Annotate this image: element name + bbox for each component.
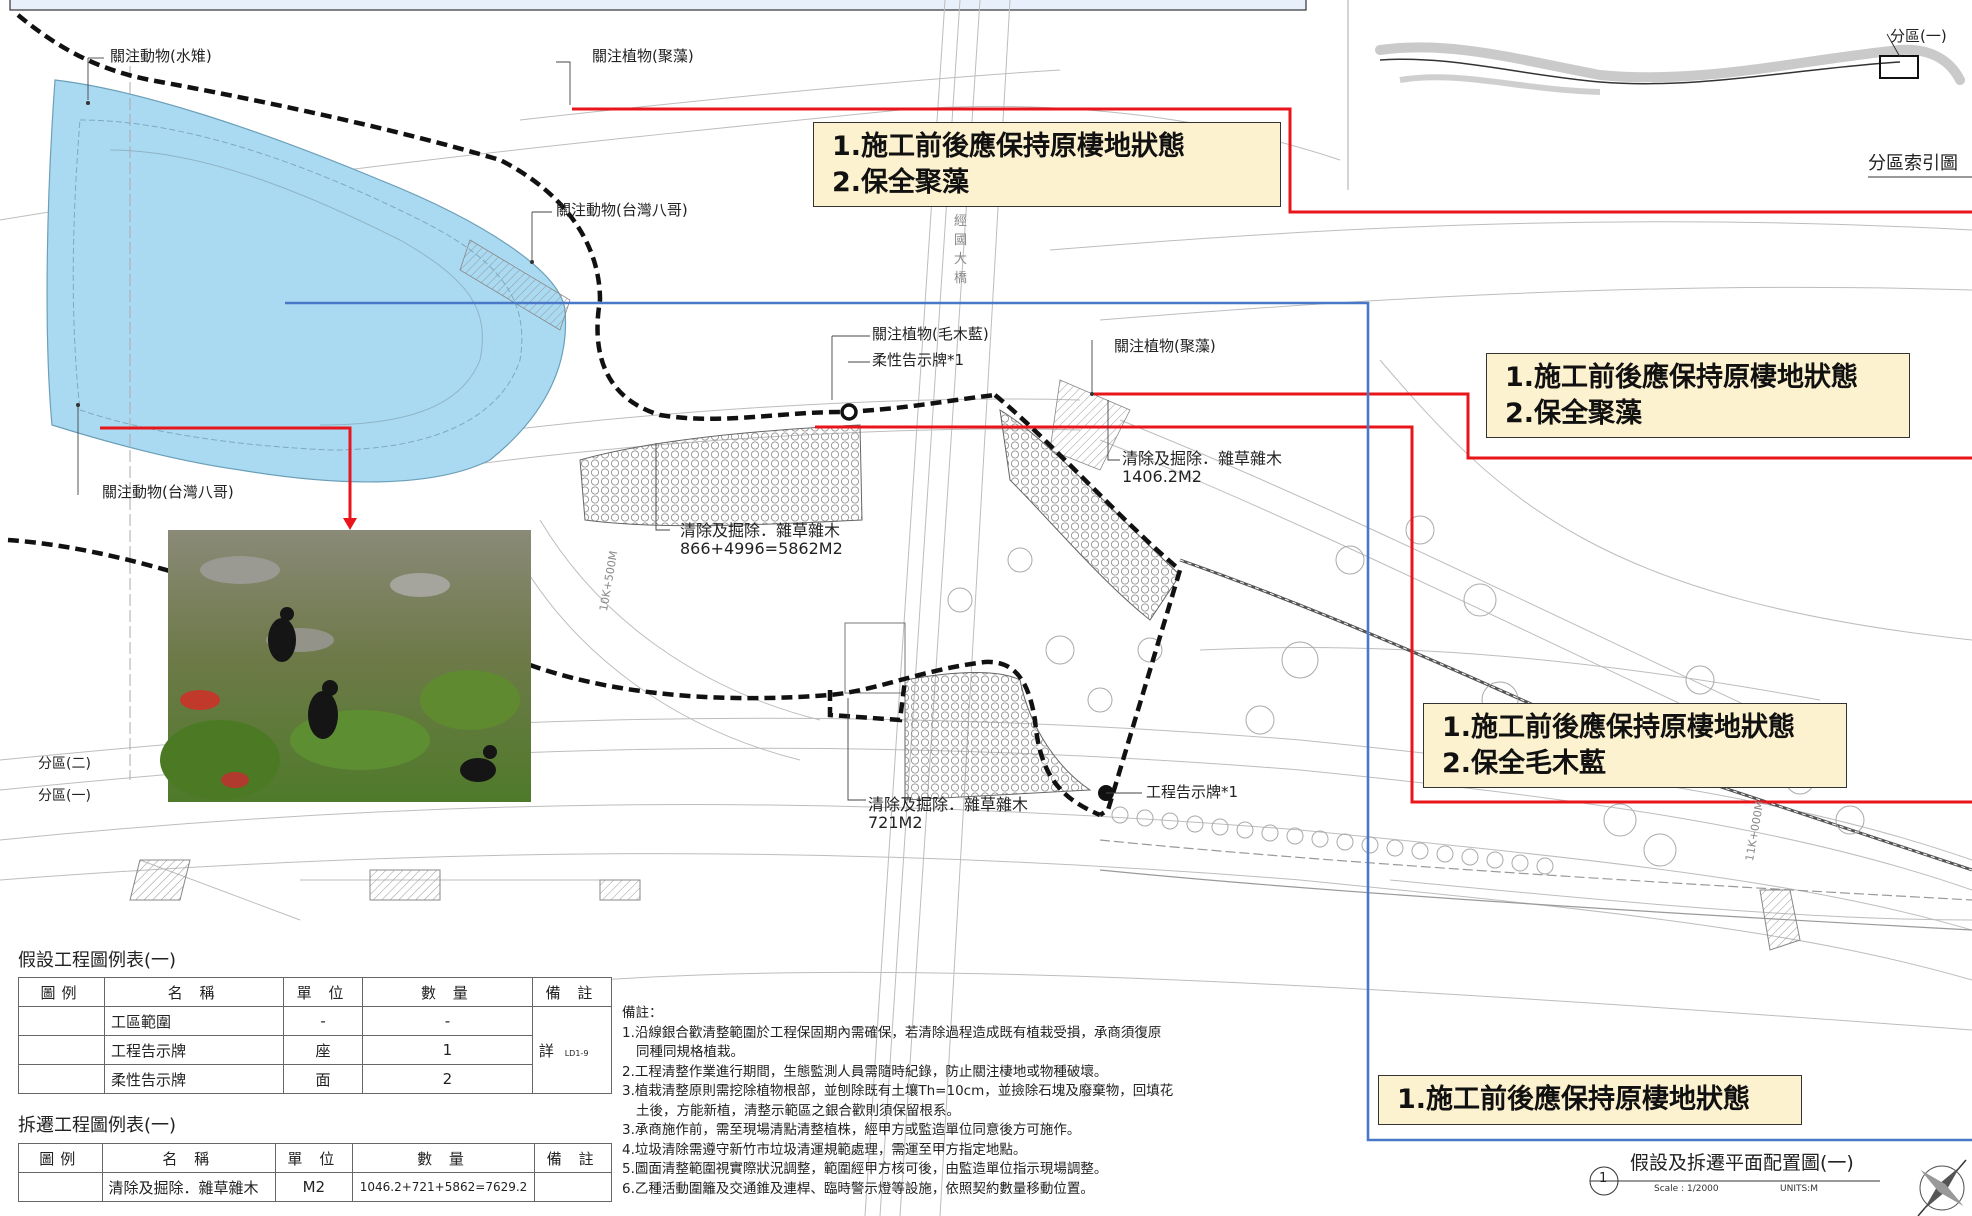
legend-dashed-line-icon (17, 1006, 106, 1036)
soft-sign-symbol (840, 403, 858, 421)
work-area-boundary (7, 13, 1183, 818)
notes-block: 備註： 1.沿線銀合歡清整範圍於工程保固期內需確保，若清除過程造成既有植栽受損，… (622, 1004, 1173, 1199)
pond (46, 79, 567, 483)
note-3: 3.植栽清整原則需挖除植物根部，並刨除既有土壤Th=10cm，並撿除石塊及廢棄物… (622, 1083, 1174, 1099)
label-work-sign: 工程告示牌*1 (1146, 783, 1239, 801)
temp-legend-title: 假設工程圖例表(一) (18, 950, 177, 971)
note-7: 6.乙種活動圍籬及交通錐及連桿、臨時警示燈等設施，依照契約數量移動位置。 (622, 1180, 1094, 1197)
label-water-rail: 關注動物(水雉) (110, 47, 212, 65)
note-4: 3.承商施作前，需至現場清點清整植株，經甲方或監造單位同意後方可施作。 (622, 1122, 1081, 1138)
callout-2: 1.施工前後應保持原棲地狀態 2.保全聚藻 (1486, 353, 1910, 439)
legend-filled-circle-icon (17, 1035, 106, 1065)
callout-1-line2: 2.保全聚藻 (832, 166, 970, 198)
drawing-title: 假設及拆遷平面配置圖(一) (1630, 1152, 1854, 1174)
temp-remark: 詳 (538, 1041, 554, 1060)
note-2: 2.工程清整作業進行期間，生態監測人員需隨時紀錄，防止關注棲地或物種破壞。 (622, 1063, 1108, 1080)
demo-row-1-unit: M2 (274, 1172, 353, 1202)
label-maomulan: 關注植物(毛木藍) (872, 325, 989, 343)
temp-legend-table: 圖例 名 稱 單 位 數 量 備 註 工區範圍 - - 詳 LD1-9 工程告示… (17, 977, 613, 1094)
index-zone-label: 分區(一) (1890, 27, 1947, 45)
callout-4-line1: 1.施工前後應保持原棲地狀態 (1397, 1084, 1751, 1115)
clearing-area-3 (904, 672, 1092, 801)
drawing-units: UNITS:M (1780, 1184, 1818, 1194)
callout-3-line1: 1.施工前後應保持原棲地狀態 (1442, 712, 1796, 743)
callout-2-line1: 1.施工前後應保持原棲地狀態 (1505, 362, 1859, 393)
drawing-number: 1 (1599, 1171, 1608, 1186)
temp-header-name: 名 稱 (104, 977, 285, 1007)
demo-legend-table: 圖例 名 稱 單 位 數 量 備 註 清除及掘除．雜草雜木 M2 1046.2+… (18, 1143, 612, 1202)
demo-header-remark: 備 註 (534, 1143, 612, 1173)
drawing-scale: Scale : 1/2000 (1654, 1184, 1719, 1194)
temp-header-symbol: 圖例 (17, 977, 106, 1007)
notes-title: 備註： (622, 1005, 663, 1021)
clearing-area-1 (579, 424, 863, 527)
label-zone-2: 分區(二) (38, 756, 91, 772)
index-map (1347, 0, 1972, 190)
index-map-caption: 分區索引圖 (1868, 153, 1958, 174)
temp-row-1-unit: - (283, 1006, 363, 1036)
callout-3: 1.施工前後應保持原棲地狀態 2.保全毛木藍 (1423, 703, 1847, 789)
clearing-label-3: 清除及掘除．雜草雜木 721M2 (868, 795, 1029, 833)
clearing-label-2-area: 1406.2M2 (1122, 467, 1202, 487)
callout-1: 1.施工前後應保持原棲地狀態 2.保全聚藻 (813, 122, 1281, 208)
clearing-label-1-area: 866+4996=5862M2 (680, 539, 843, 559)
demo-row-1-qty: 1046.2+721+5862=7629.2 (351, 1172, 536, 1202)
legend-open-circle-icon (17, 1064, 106, 1094)
note-5: 4.垃圾清除需遵守新竹市垃圾清運規範處理，需運至甲方指定地點。 (622, 1141, 1027, 1158)
temp-row-1-name: 工區範圍 (104, 1006, 285, 1036)
note-1: 1.沿線銀合歡清整範圍於工程保固期內需確保，若清除過程造成既有植栽受損，承商須復… (622, 1024, 1162, 1041)
temp-header-qty: 數 量 (361, 977, 533, 1007)
demo-header-symbol: 圖例 (18, 1143, 103, 1173)
callout-2-line2: 2.保全聚藻 (1505, 397, 1643, 429)
temp-row-2-unit: 座 (283, 1035, 363, 1065)
tree-symbols (947, 515, 1865, 875)
clearing-label-2: 清除及掘除．雜草雜木 1406.2M2 (1122, 449, 1283, 487)
title-bar (9, 0, 1307, 11)
myna-photo (160, 530, 531, 802)
temp-row-3-unit: 面 (283, 1064, 363, 1094)
clearing-label-1: 清除及掘除．雜草雜木 866+4996=5862M2 (680, 521, 843, 559)
label-myna-upper: 關注動物(台灣八哥) (556, 201, 688, 219)
temp-remark-cell: 詳 LD1-9 (531, 1006, 613, 1094)
note-1-cont: 同種同規格植栽。 (636, 1044, 744, 1060)
clearing-label-3-area: 721M2 (868, 813, 923, 833)
label-zone-1: 分區(一) (38, 788, 91, 804)
callout-1-line1: 1.施工前後應保持原棲地狀態 (832, 131, 1186, 162)
clearing-label-1-name: 清除及掘除．雜草雜木 (680, 521, 841, 540)
clearing-label-2-name: 清除及掘除．雜草雜木 (1122, 449, 1283, 468)
demo-row-1-name: 清除及掘除．雜草雜木 (101, 1172, 276, 1202)
clearing-area-2 (999, 409, 1181, 621)
label-myna-lower: 關注動物(台灣八哥) (102, 483, 234, 501)
callout-3-line2: 2.保全毛木藍 (1442, 747, 1607, 779)
demo-legend-title: 拆遷工程圖例表(一) (18, 1115, 177, 1136)
temp-row-2-name: 工程告示牌 (104, 1035, 285, 1065)
drawing-title-symbol (1589, 1166, 1880, 1196)
north-arrow-icon (1917, 1159, 1967, 1216)
blue-area-line (285, 301, 1972, 1142)
demo-header-unit: 單 位 (274, 1143, 353, 1173)
demo-header-name: 名 稱 (101, 1143, 276, 1173)
label-bridge: 經國大橋 (954, 214, 968, 286)
clearing-label-3-name: 清除及掘除．雜草雜木 (868, 795, 1029, 814)
temp-remark-ref: LD1-9 (564, 1048, 589, 1058)
note-3-cont: 土後，方能新植，清整示範區之銀合歡則須保留根系。 (636, 1102, 960, 1119)
demo-header-qty: 數 量 (351, 1143, 536, 1173)
temp-row-1-qty: - (361, 1006, 533, 1036)
label-soft-sign: 柔性告示牌*1 (872, 351, 965, 369)
label-algae-top: 關注植物(聚藻) (592, 47, 694, 65)
demo-row-1-remark (534, 1172, 612, 1202)
temp-header-unit: 單 位 (283, 977, 363, 1007)
temp-row-3-qty: 2 (361, 1064, 533, 1094)
red-leader-lines (100, 107, 1972, 804)
callout-4: 1.施工前後應保持原棲地狀態 (1378, 1075, 1802, 1125)
temp-header-remark: 備 註 (531, 977, 613, 1007)
note-6: 5.圖面清整範圍視實際狀況調整，範圍經甲方核可後，由監造單位指示現場調整。 (622, 1161, 1108, 1177)
label-algae-right: 關注植物(聚藻) (1114, 337, 1216, 355)
temp-row-3-name: 柔性告示牌 (104, 1064, 285, 1094)
temp-row-2-qty: 1 (361, 1035, 533, 1065)
legend-dotted-fill-icon (18, 1172, 103, 1202)
